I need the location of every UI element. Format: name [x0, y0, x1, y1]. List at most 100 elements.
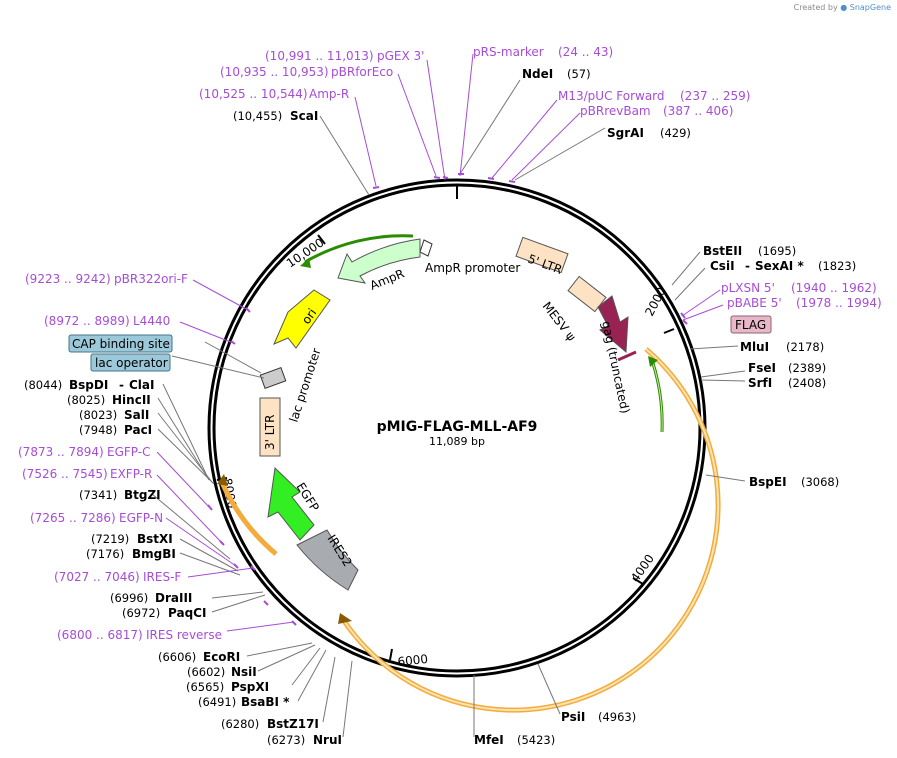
lac-promoter-feature: [259, 367, 287, 389]
enzyme-pos: (6491): [198, 695, 236, 709]
plasmid-size: 11,089 bp: [429, 435, 485, 448]
primer-name: IRES reverse: [146, 628, 222, 642]
plasmid-name: pMIG-FLAG-MLL-AF9: [377, 419, 538, 435]
3-ltr-label: 3' LTR: [263, 415, 277, 450]
snapgene-logo-icon: ●: [840, 3, 850, 12]
ampr-feature: [337, 238, 421, 284]
primer-name: L4440: [133, 314, 170, 328]
features: [259, 236, 637, 591]
enzyme-name: BstZ17I: [267, 717, 319, 731]
enzyme-pos: (8025): [67, 393, 105, 407]
enzyme-name: NsiI: [231, 665, 257, 679]
mesv-psi-feature: [567, 275, 607, 313]
enzyme-name: NdeI: [522, 67, 553, 81]
enzyme-name: MluI: [740, 340, 769, 354]
primer-name: pGEX 3': [377, 49, 424, 63]
enzyme-name: PsiI: [561, 710, 585, 724]
enzyme-pos: (1823): [818, 259, 856, 273]
enzyme-name: PacI: [124, 423, 152, 437]
primer-range: (7526 .. 7545): [22, 467, 108, 481]
enzyme-pos: (1695): [758, 244, 796, 258]
enzyme-name: PspXI: [231, 680, 269, 694]
enzyme-name: BstXI: [137, 532, 173, 546]
enzyme-name: BstEII: [703, 244, 742, 258]
flag-box: FLAG: [730, 315, 772, 334]
flag-label: FLAG: [735, 318, 766, 332]
enzyme-labels: NdeI (57) SgrAI (429) BstEII (1695) CsiI…: [474, 67, 856, 747]
enzyme-pos: (5423): [517, 733, 555, 747]
enzyme-pos: (2178): [786, 340, 824, 354]
snapgene-credit: Created by ● SnapGene: [793, 3, 891, 12]
primer-range: (10,991 .. 11,013): [265, 49, 374, 63]
mesv-psi-label: MESV ψ: [540, 299, 579, 344]
enzyme-name: SgrAI: [607, 126, 644, 140]
tick-label-6000: 6000: [397, 652, 429, 669]
ampr-orf-arrow: [304, 234, 414, 264]
lac-operator-label: lac operator: [95, 356, 168, 370]
primer-range: (10,935 .. 10,953): [220, 65, 329, 79]
enzyme-pos: (10,455): [233, 109, 282, 123]
primer-name: IRES-F: [143, 570, 181, 584]
enzyme-pos: (7176): [86, 547, 124, 561]
primer-name: pBABE 5': [727, 296, 782, 310]
primer-range: (237 .. 259): [680, 89, 750, 103]
enzyme-pos: (2408): [788, 376, 826, 390]
enzyme-pos: (6996): [110, 591, 148, 605]
enzyme-name: CsiI: [710, 259, 735, 273]
enzyme-pos: (4963): [598, 710, 636, 724]
insert-region-arc-2: [218, 479, 278, 556]
enzyme-name: BspEI: [749, 475, 787, 489]
ampr-label: AmpR: [368, 266, 406, 292]
primer-range: (7027 .. 7046): [54, 570, 140, 584]
primer-name: pLXSN 5': [721, 281, 775, 295]
primer-range: (1940 .. 1962): [791, 281, 877, 295]
ampr-promoter-label: AmpR promoter: [425, 261, 520, 275]
enzyme-pos: (6565): [186, 680, 224, 694]
5-ltr-feature: [515, 236, 569, 274]
primer-range: (387 .. 406): [663, 104, 733, 118]
enzyme-name: SalI: [124, 408, 149, 422]
primer-range: (7265 .. 7286): [30, 511, 116, 525]
gag-truncated-feature: [597, 295, 629, 354]
primer-range: (8972 .. 8989): [44, 314, 130, 328]
enzyme-name: ClaI: [129, 378, 154, 392]
enzyme-name: FseI: [748, 361, 776, 375]
enzyme-sep: -: [745, 259, 750, 273]
enzyme-pos: (3068): [801, 475, 839, 489]
primer-name: EGFP-C: [107, 445, 150, 459]
enzyme-name: MfeI: [474, 733, 504, 747]
enzyme-pos: (7219): [91, 532, 129, 546]
primer-lines: [156, 53, 724, 632]
ampr-promoter-arrow: [419, 239, 433, 257]
enzyme-pos: (8023): [79, 408, 117, 422]
primer-name: pBRforEco: [331, 65, 393, 79]
enzyme-name: ScaI: [290, 109, 318, 123]
enzyme-pos: (7341): [79, 488, 117, 502]
primer-range: (6800 .. 6817): [57, 628, 143, 642]
primer-range: (1978 .. 1994): [796, 296, 882, 310]
primer-marks: [207, 173, 688, 626]
primer-name: pBR322ori-F: [114, 272, 188, 286]
enzyme-name: NruI: [313, 733, 342, 747]
enzyme-name: HincII: [112, 393, 151, 407]
primer-name: M13/pUC Forward: [558, 89, 665, 103]
3-ltr-feature: [259, 397, 281, 457]
enzyme-name: PaqCI: [168, 606, 206, 620]
enzyme-pos: (8044): [24, 378, 62, 392]
enzyme-pos: (2389): [788, 361, 826, 375]
flag-tag-mark: [617, 350, 637, 362]
primer-range: (9223 .. 9242): [25, 272, 111, 286]
leader-lines: [151, 79, 746, 738]
ires2-feature: [296, 529, 359, 591]
enzyme-pos: (6280): [221, 717, 259, 731]
enzyme-name: BmgBI: [132, 547, 176, 561]
cap-binding-site-box: CAP binding site: [68, 334, 173, 353]
lac-promoter-label: lac promoter: [287, 347, 324, 424]
egfp-feature: [267, 466, 315, 541]
cap-binding-site-label: CAP binding site: [72, 337, 170, 351]
enzyme-name: BsaBI *: [241, 695, 290, 709]
insert-arrowhead: [338, 613, 352, 624]
ruler: 2000 4000 6000 8000 10,000: [216, 234, 675, 669]
primer-range: (10,525 .. 10,544): [199, 87, 308, 101]
